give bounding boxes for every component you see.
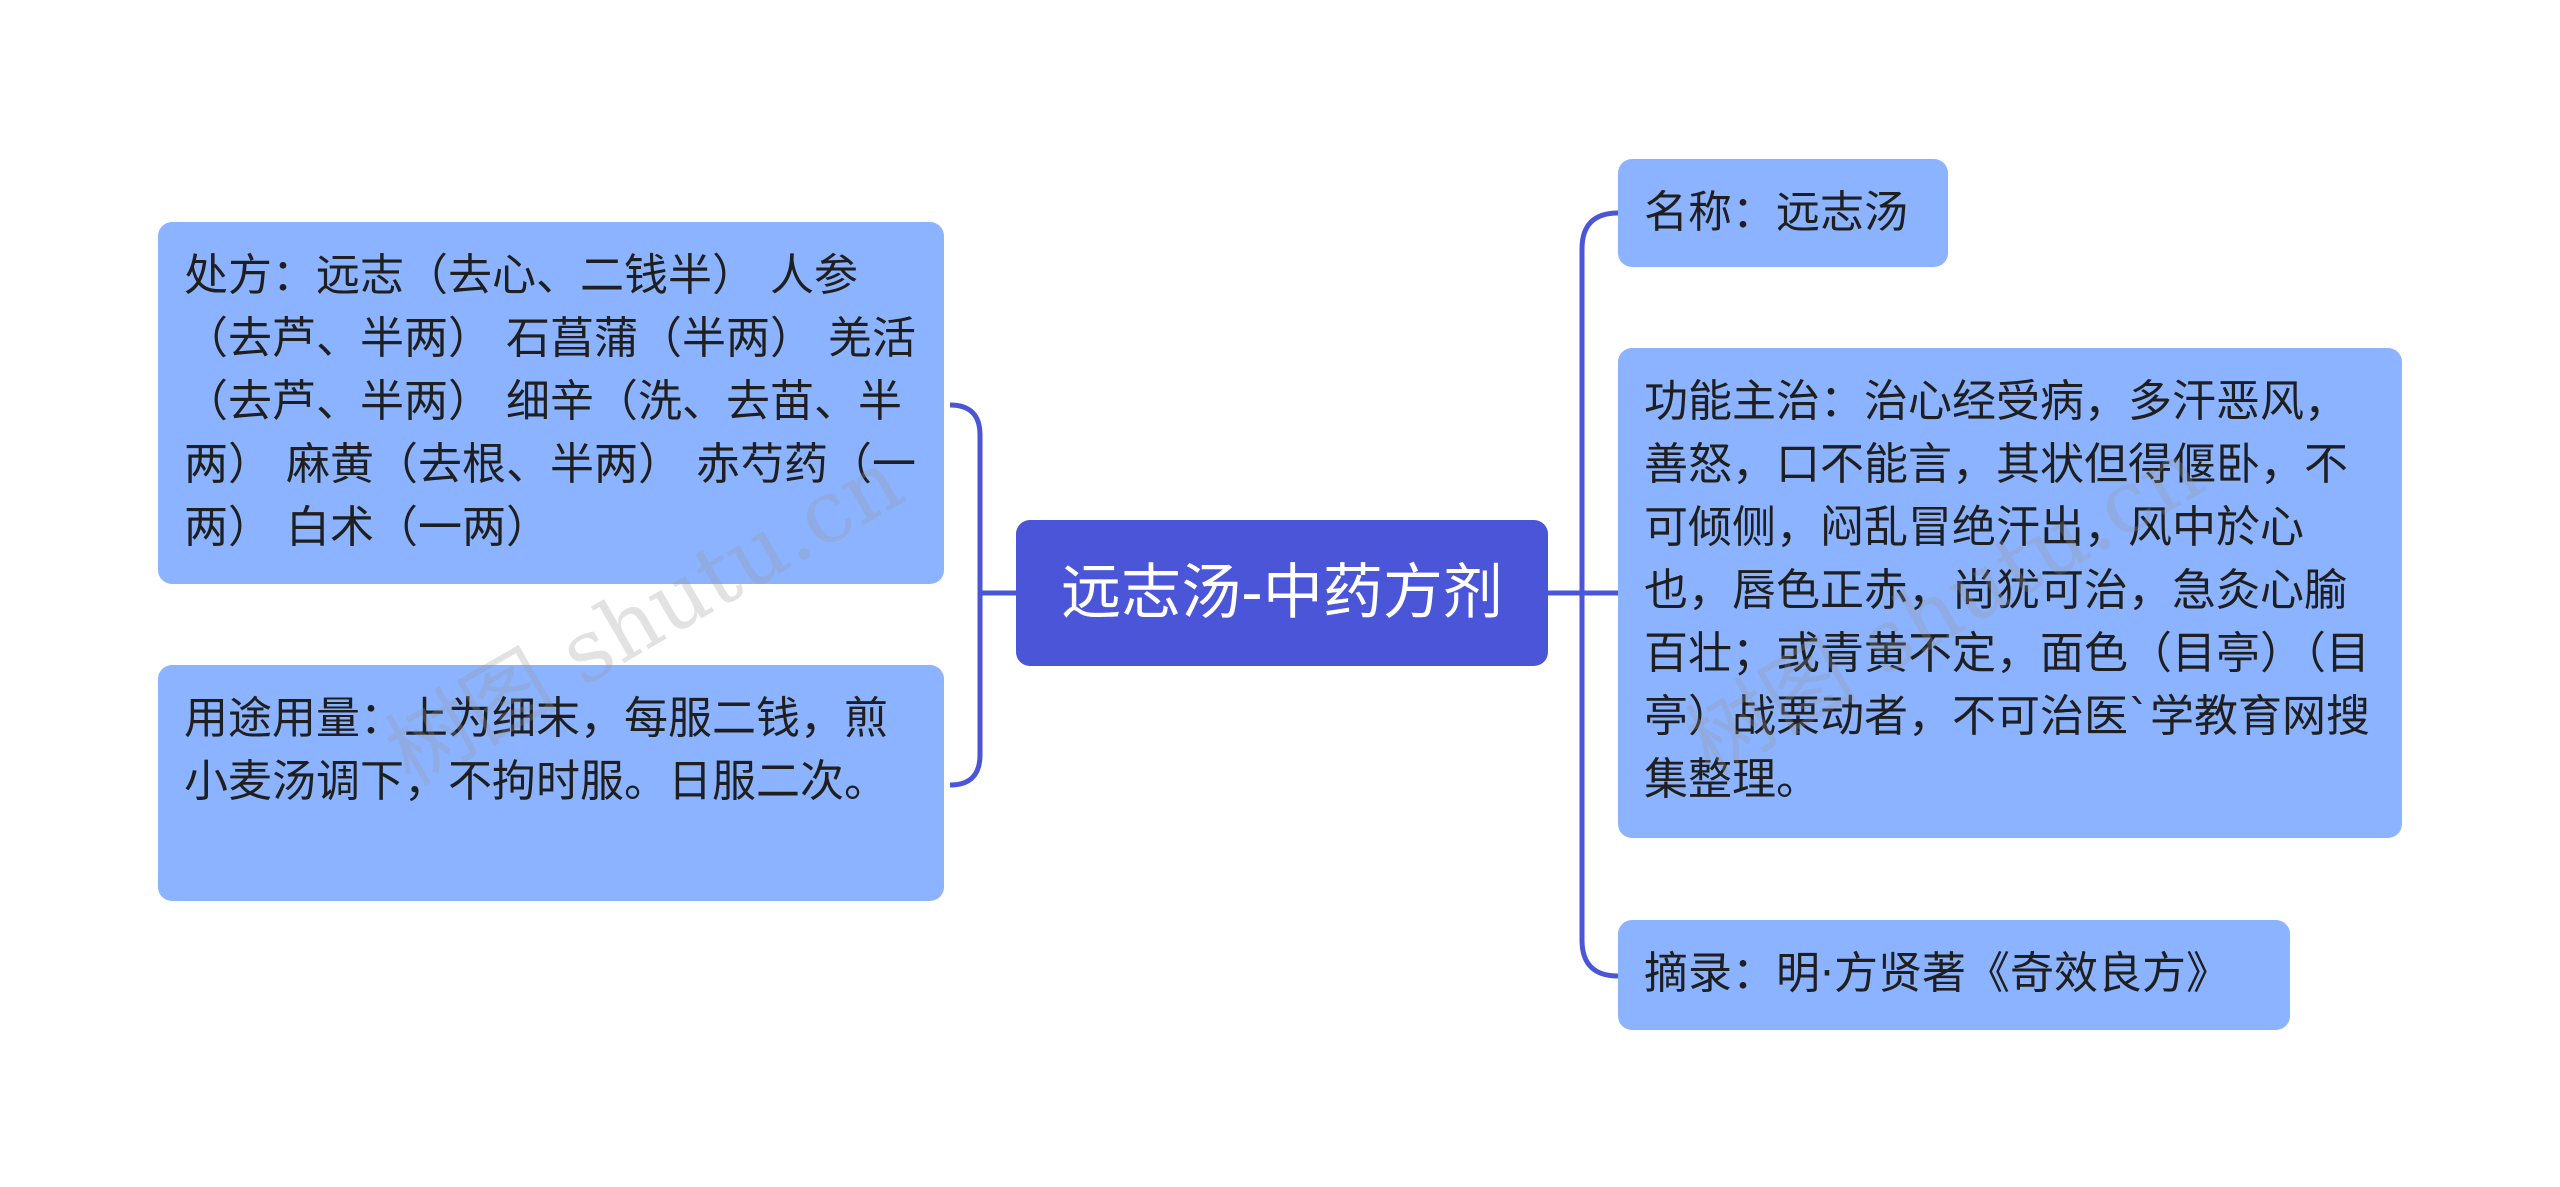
node-indications[interactable]: 功能主治：治心经受病，多汗恶风，善怒，口不能言，其状但得偃卧，不可倾侧，闷乱冒绝… (1618, 348, 2402, 838)
node-prescription[interactable]: 处方：远志（去心、二钱半） 人参（去芦、半两） 石菖蒲（半两） 羌活（去芦、半两… (158, 222, 944, 584)
node-usage-dosage[interactable]: 用途用量：上为细末，每服二钱，煎小麦汤调下，不拘时服。日服二次。 (158, 665, 944, 901)
connector-left-bracket (949, 402, 983, 788)
root-topic[interactable]: 远志汤-中药方剂 (1016, 520, 1548, 666)
node-excerpt[interactable]: 摘录：明·方贤著《奇效良方》 (1618, 920, 2290, 1030)
node-name[interactable]: 名称：远志汤 (1618, 159, 1948, 267)
